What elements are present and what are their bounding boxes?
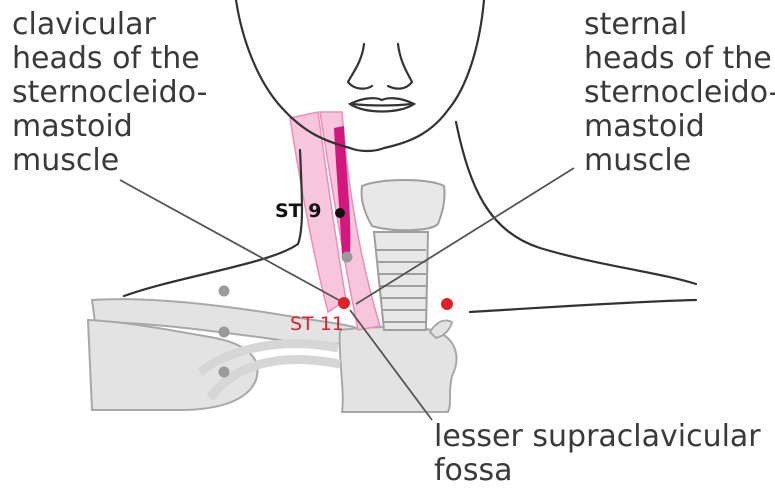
gray-point-rib (219, 367, 230, 378)
right-clavicle-stub (430, 320, 452, 338)
label-line: heads of the (12, 42, 207, 76)
label-line: sternocleido- (584, 76, 775, 110)
st9-label: ST 9 (275, 200, 321, 222)
st9-point (335, 208, 345, 218)
label-line: sternocleido- (12, 76, 207, 110)
manubrium (340, 327, 457, 412)
label-line: lesser supraclavicular (434, 420, 761, 454)
st11-point (338, 297, 350, 309)
gray-point-shoulder (219, 286, 230, 297)
label-line: heads of the (584, 42, 775, 76)
trachea (374, 232, 428, 330)
label-sternal-heads: sternal heads of the sternocleido- masto… (584, 8, 775, 178)
shoulder-right-line (470, 300, 696, 312)
label-line: mastoid (584, 110, 775, 144)
label-line: fossa (434, 454, 761, 488)
gray-point-clavicle (219, 327, 230, 338)
chin (350, 148, 384, 151)
mouth-line (352, 104, 412, 106)
label-lesser-supraclavicular-fossa: lesser supraclavicular fossa (434, 420, 761, 488)
label-clavicular-heads: clavicular heads of the sternocleido- ma… (12, 8, 207, 178)
label-line: muscle (12, 144, 207, 178)
label-line: mastoid (12, 110, 207, 144)
st11-label: ST 11 (290, 313, 344, 335)
label-line: sternal (584, 8, 775, 42)
right-red-point (441, 298, 453, 310)
label-line: clavicular (12, 8, 207, 42)
gray-point-neck (342, 252, 353, 263)
label-line: muscle (584, 144, 775, 178)
thyroid-cartilage (362, 180, 445, 230)
jaw-right (384, 0, 484, 148)
nose (348, 44, 412, 89)
